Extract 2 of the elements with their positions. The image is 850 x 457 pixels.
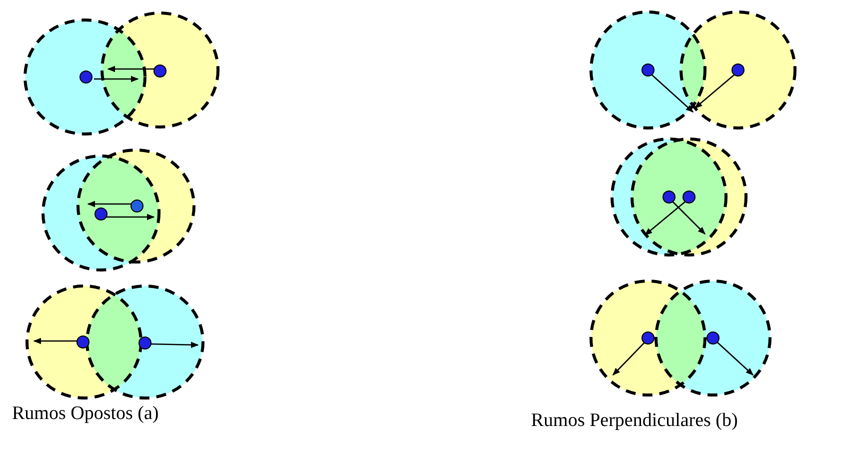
- caption: Rumos Perpendiculares (b): [531, 410, 738, 432]
- caption: Rumos Opostos (a): [12, 403, 159, 425]
